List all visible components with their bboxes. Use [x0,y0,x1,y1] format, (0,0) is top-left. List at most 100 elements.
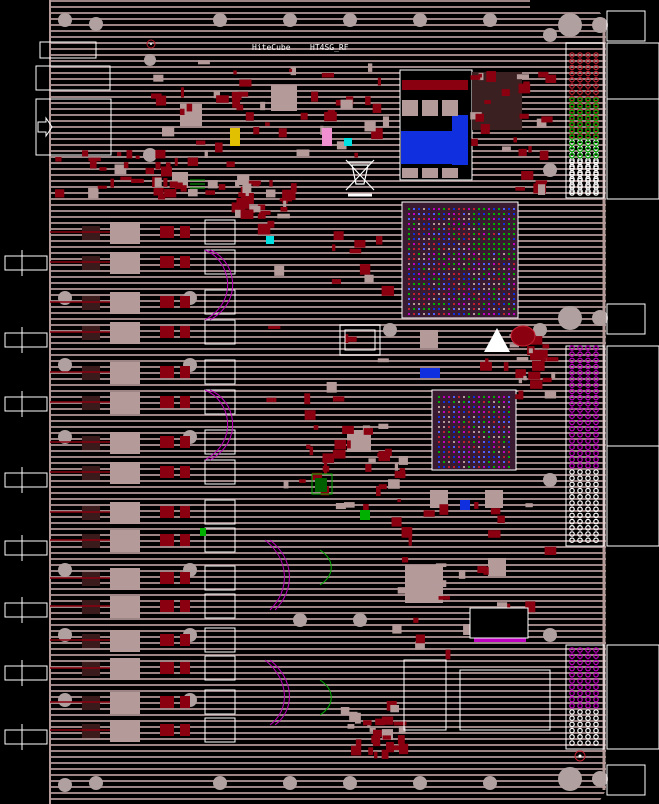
connector-pin [593,89,599,96]
connector-pin [593,345,599,351]
copper-pad [304,410,316,420]
connector-pin [593,146,599,153]
copper-pad [391,517,402,527]
copper-pad [445,649,451,660]
connector-pin [577,469,583,475]
copper-pad [474,502,479,509]
connector-pin [593,475,599,482]
connector-pin [585,678,591,684]
connector-pin [585,394,591,401]
connector-pin [569,52,575,58]
connector-pin [577,97,583,103]
copper-pad [237,175,250,186]
copper-pad [401,557,409,563]
connector-pin [593,721,599,728]
connector-pin [585,413,591,420]
connector-pin [577,382,583,389]
copper-pad [378,423,389,429]
connector-pin [593,77,599,83]
copper-pad [354,239,366,248]
copper-pad [236,198,250,209]
copper-pad [398,456,408,465]
copper-pad [342,425,354,434]
copper-pad [238,192,244,198]
copper-pad [82,150,89,157]
copper-pad [539,349,548,359]
copper-pad [435,563,447,568]
copper-pad [343,502,355,508]
copper-pad [525,503,533,508]
copper-pad [265,189,276,198]
copper-pad [369,727,376,732]
connector-pin [585,475,591,482]
connector-pin [577,431,583,438]
mounting-holes [58,13,608,792]
copper-pad [283,480,289,489]
connector-pin [593,690,599,697]
copper-pad [363,503,369,512]
copper-pad [120,176,132,181]
connector-pin [585,159,591,165]
copper-pad [515,369,526,378]
connector-pin [593,190,599,196]
connector-pin [577,512,583,519]
copper-pad [300,112,308,120]
connector-pin [585,506,591,513]
connector-pin [577,58,583,65]
copper-pad [367,63,373,72]
connector-pin [593,444,599,451]
copper-pad [530,336,543,345]
rf-channel [50,565,236,591]
copper-pad [344,334,349,343]
copper-pad [97,185,107,189]
connector-pin [577,715,583,722]
connector-pin [569,696,575,703]
connector-pin [569,351,575,358]
copper-pad [551,372,556,379]
connector-pin [593,109,599,116]
copper-pad [234,209,245,218]
ic-chips [172,85,506,603]
connector-pin [569,382,575,389]
connector-pin [577,481,583,488]
connector-pin [569,363,575,370]
copper-pad [324,462,328,474]
connector-pin [593,506,599,513]
copper-pad [153,187,164,196]
connector-pin [569,493,575,500]
sma-connector [4,535,48,561]
connector-pin [585,419,591,426]
copper-pad [490,508,501,515]
copper-pad [538,71,549,78]
connector-pin [569,450,575,457]
connector-pin [577,184,583,190]
copper-pad [391,745,404,751]
copper-pad [162,126,175,137]
copper-pad [480,124,490,135]
connector-pin [585,524,591,531]
copper-pad [89,160,97,169]
copper-pad [354,712,361,724]
copper-pad [164,189,177,198]
copper-pad [378,484,387,490]
copper-pad [249,205,261,213]
copper-pad [266,397,277,403]
connector-pin [577,647,583,653]
connector-pin [577,733,583,740]
copper-pad [333,231,344,241]
connector-pin [569,345,575,351]
copper-pad [486,71,496,82]
connector-pin [593,115,599,122]
copper-pad [55,156,62,162]
copper-pad [187,157,199,166]
connector-pin [577,487,583,494]
copper-pad [497,515,505,523]
copper-pad [359,264,371,275]
copper-pad [154,177,162,187]
connector-pin [593,715,599,722]
connector-pin [585,184,591,190]
copper-pad [151,93,162,99]
connector-pin [585,727,591,734]
copper-pad [477,566,487,574]
